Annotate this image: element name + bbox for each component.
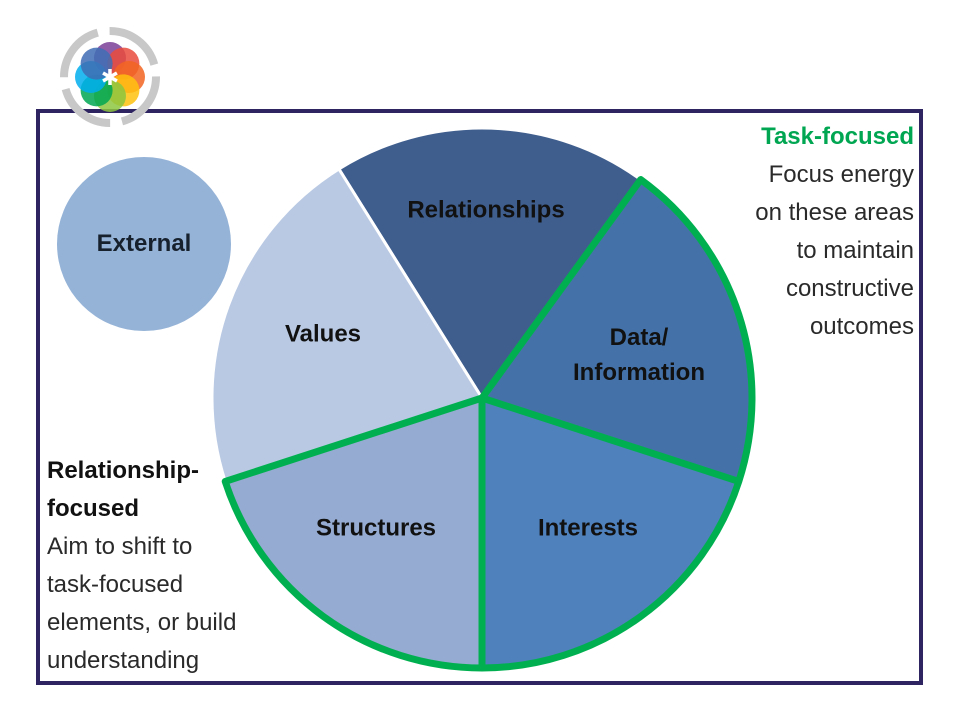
label-data-line1: Data/ <box>609 324 669 352</box>
task-focused-line: to maintain <box>796 236 914 264</box>
relationship-focused-note: Relationship- focused Aim to shift to ta… <box>47 452 236 679</box>
logo-petal <box>80 47 113 80</box>
task-focused-line: constructive <box>785 274 914 302</box>
task-focused-note: Task-focused Focus energy on these areas… <box>755 118 914 345</box>
task-focused-line: Focus energy <box>768 160 914 188</box>
segment-values <box>210 166 485 484</box>
segment-relationships <box>336 126 643 401</box>
label-relationships: Relationships <box>407 196 565 224</box>
relationship-focused-line: understanding <box>47 646 200 674</box>
label-structures: Structures <box>315 514 437 542</box>
task-focused-outline <box>478 176 756 672</box>
label-values: Values <box>284 320 362 348</box>
label-interests: Interests <box>537 514 639 542</box>
relationship-focused-outline <box>221 394 486 672</box>
label-data-line2: Information <box>573 359 705 386</box>
relationship-focused-line: task-focused <box>47 570 184 598</box>
external-circle: External <box>57 157 231 331</box>
relationship-focused-title-line1: Relationship- <box>47 457 200 484</box>
flower-logo-icon: ✱ <box>60 27 160 127</box>
task-focused-line: outcomes <box>809 312 914 340</box>
label-data-information: Data/ Information <box>573 321 705 391</box>
task-focused-line: on these areas <box>755 198 914 226</box>
relationship-focused-title-line2: focused <box>47 494 140 522</box>
task-focused-title: Task-focused <box>761 123 914 150</box>
diagram-frame <box>36 109 923 685</box>
svg-text:✱: ✱ <box>101 66 119 91</box>
external-label: External <box>96 230 192 257</box>
relationship-focused-line: elements, or build <box>47 608 237 636</box>
relationship-focused-line: Aim to shift to <box>47 532 193 560</box>
